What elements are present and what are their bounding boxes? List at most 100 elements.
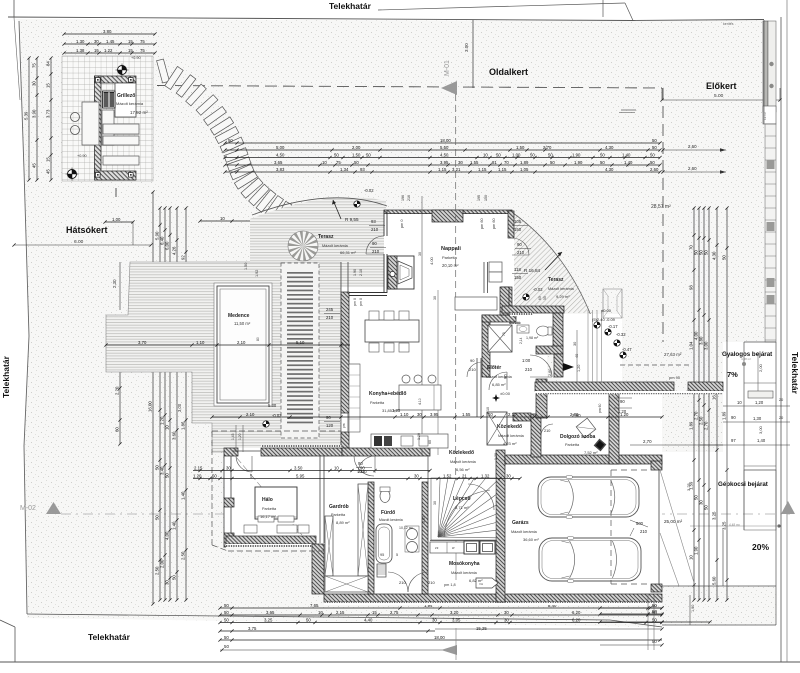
svg-text:50: 50 (652, 145, 657, 150)
svg-text:3,21: 3,21 (452, 167, 461, 172)
svg-text:16,00: 16,00 (148, 401, 153, 412)
svg-text:4,30: 4,30 (605, 167, 614, 172)
svg-text:1,89: 1,89 (520, 160, 529, 165)
svg-text:5.30: 5.30 (268, 403, 277, 408)
svg-text:50: 50 (704, 250, 709, 255)
svg-text:6,40: 6,40 (160, 236, 165, 245)
svg-text:Előtér: Előtér (487, 365, 501, 371)
svg-text:1,40: 1,40 (181, 491, 186, 500)
svg-text:7,52 m²: 7,52 m² (584, 450, 598, 455)
svg-text:±0.00: ±0.00 (601, 308, 612, 313)
svg-text:-0.47: -0.47 (622, 347, 632, 352)
svg-text:50: 50 (600, 160, 605, 165)
svg-text:93: 93 (360, 167, 365, 172)
svg-text:50: 50 (722, 255, 727, 260)
svg-text:3.03: 3.03 (422, 516, 426, 523)
svg-text:3,80: 3,80 (699, 336, 704, 345)
svg-text:Telekhatár: Telekhatár (88, 632, 131, 642)
svg-text:10: 10 (483, 152, 488, 157)
svg-text:6,20: 6,20 (572, 617, 581, 622)
svg-text:M-01: M-01 (444, 60, 451, 76)
svg-text:1,20: 1,20 (238, 433, 242, 440)
svg-text:Grillező: Grillező (117, 93, 135, 99)
svg-text:15,25: 15,25 (476, 626, 487, 631)
svg-text:1.90: 1.90 (353, 269, 357, 276)
svg-text:2,20: 2,20 (115, 386, 120, 395)
svg-text:2,60: 2,60 (650, 167, 659, 172)
svg-text:150: 150 (514, 275, 522, 280)
svg-text:1,40: 1,40 (622, 152, 631, 157)
svg-text:75: 75 (336, 160, 341, 165)
svg-text:210: 210 (372, 249, 380, 254)
svg-text:10: 10 (322, 160, 327, 165)
svg-text:60: 60 (428, 440, 432, 444)
svg-text:8,89 m²: 8,89 m² (336, 520, 350, 525)
svg-text:+0.90: +0.90 (77, 154, 87, 158)
svg-text:4.00: 4.00 (429, 256, 434, 265)
svg-text:Mázolt kerámia: Mázolt kerámia (548, 287, 575, 291)
svg-text:30: 30 (504, 610, 509, 615)
svg-text:30: 30 (433, 501, 437, 505)
svg-text:5,60: 5,60 (712, 576, 717, 585)
svg-text:50: 50 (652, 603, 657, 608)
svg-text:15: 15 (372, 610, 377, 615)
svg-text:2,30: 2,30 (112, 279, 117, 288)
svg-text:18,00: 18,00 (440, 138, 451, 143)
svg-text:3,25: 3,25 (264, 617, 273, 622)
svg-text:3,95: 3,95 (440, 160, 449, 165)
svg-text:2,75: 2,75 (390, 610, 399, 615)
svg-text:90: 90 (360, 465, 365, 470)
svg-text:3,05: 3,05 (452, 617, 461, 622)
svg-text:10: 10 (220, 216, 225, 221)
svg-text:Mázolt kerámia: Mázolt kerámia (116, 101, 144, 106)
svg-text:Parketta: Parketta (565, 443, 580, 447)
svg-text:2,70: 2,70 (643, 439, 652, 444)
svg-text:2,60: 2,60 (688, 166, 697, 171)
svg-text:50: 50 (652, 639, 657, 644)
svg-text:3,00: 3,00 (758, 425, 763, 434)
svg-text:Oldalkert: Oldalkert (489, 67, 528, 77)
svg-text:Lépcső: Lépcső (453, 496, 471, 502)
svg-text:3,65: 3,65 (274, 160, 283, 165)
svg-text:Fürdő: Fürdő (381, 510, 395, 516)
svg-text:Konyha+ebédlő: Konyha+ebédlő (369, 391, 406, 397)
svg-text:3.00: 3.00 (464, 43, 469, 52)
svg-text:Hálo: Hálo (262, 497, 273, 503)
svg-text:50: 50 (496, 152, 501, 157)
svg-text:10: 10 (689, 555, 694, 560)
svg-text:210: 210 (428, 580, 435, 585)
svg-text:1,40: 1,40 (624, 160, 633, 165)
svg-text:2/70: 2/70 (543, 145, 552, 150)
svg-text:2,00: 2,00 (160, 559, 165, 568)
svg-text:2.15: 2.15 (194, 465, 203, 470)
svg-text:pm: pm (342, 423, 346, 428)
svg-text:1.45: 1.45 (106, 39, 115, 44)
svg-text:50: 50 (600, 152, 605, 157)
svg-text:pm 0: pm 0 (359, 298, 363, 306)
svg-text:15: 15 (128, 39, 133, 44)
svg-text:pm 1,8: pm 1,8 (444, 583, 456, 587)
svg-text:4,50: 4,50 (276, 152, 285, 157)
svg-text:2.10: 2.10 (486, 407, 490, 414)
svg-text:2.80: 2.80 (570, 412, 579, 417)
svg-text:1,04: 1,04 (689, 341, 694, 350)
svg-text:196: 196 (401, 195, 405, 201)
svg-text:5.95: 5.95 (296, 473, 305, 478)
svg-text:50: 50 (224, 603, 229, 608)
svg-text:30: 30 (433, 296, 437, 300)
svg-text:105: 105 (514, 219, 522, 224)
svg-text:-0.17: -0.17 (608, 324, 618, 329)
svg-text:75: 75 (502, 332, 506, 336)
svg-text:4,26: 4,26 (172, 246, 177, 255)
svg-text:70: 70 (689, 245, 694, 250)
svg-text:Terasz: Terasz (318, 234, 334, 240)
svg-text:Mázolt kerámia: Mázolt kerámia (322, 244, 349, 248)
svg-text:Medence: Medence (228, 313, 250, 319)
svg-text:30: 30 (573, 342, 577, 346)
svg-text:2,10: 2,10 (237, 340, 246, 345)
svg-text:1,94: 1,94 (424, 603, 433, 608)
svg-text:150: 150 (514, 227, 522, 232)
svg-text:50: 50 (155, 465, 160, 470)
svg-text:90: 90 (620, 399, 625, 404)
svg-text:1,50: 1,50 (516, 145, 525, 150)
